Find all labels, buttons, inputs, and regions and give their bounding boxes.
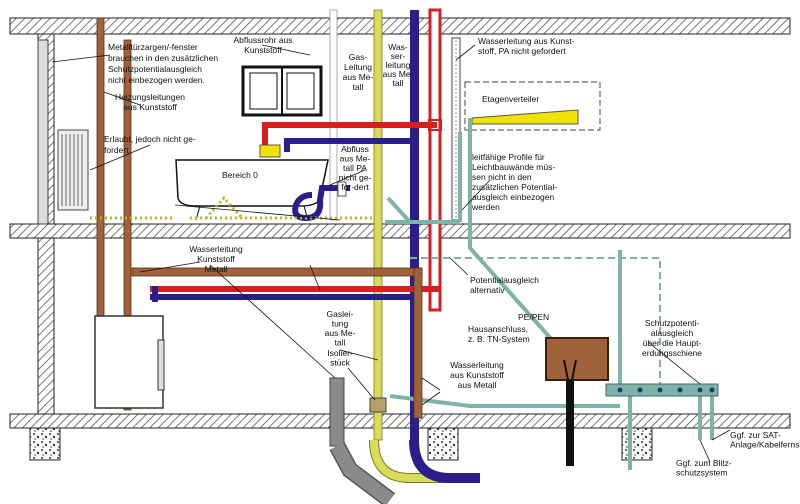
etagenverteiler: [471, 109, 579, 125]
label-etagenverteiler: Etagenverteiler: [482, 94, 539, 104]
etagenverteiler-box: [464, 81, 601, 131]
blue-pipe-mid: [150, 294, 415, 300]
heating-boiler: [94, 315, 164, 409]
ground-floor-slab: [9, 413, 791, 429]
metal-door-frame: [37, 39, 49, 225]
house-connection-box: [545, 337, 609, 381]
red-feed-top: [262, 122, 437, 128]
label-blitz: Ggf. zum Blitz-schutzsystem: [676, 458, 732, 478]
label-pe-pen: PE/PEN: [518, 312, 549, 322]
blue-feed-top: [284, 138, 414, 144]
left-wall-lower: [37, 237, 55, 415]
gas-pipe-upper-room: [329, 9, 338, 221]
foundation-mid: [427, 427, 459, 461]
pe-alternative-dashed: [410, 257, 661, 385]
red-pipe-mid: [150, 286, 440, 292]
isolier-stueck: [369, 397, 387, 413]
heating-pipe-2: [123, 39, 132, 411]
label-bereich: Bereich 0: [222, 170, 258, 180]
label-sat: Ggf. zur SAT-Anlage/Kabelfernsehen: [730, 430, 800, 450]
label-water-plastic-top: Wasserleitung aus Kunst-stoff, PA nicht …: [478, 36, 575, 56]
ground-cable: [566, 380, 574, 466]
foundation-left: [29, 427, 61, 461]
red-pipe-vertical: [428, 8, 442, 312]
gas-pipe-vertical: [373, 9, 383, 441]
foundation-right: [621, 427, 653, 461]
label-allowed: Erlaubt, jedoch nicht ge-fordert: [104, 134, 196, 155]
radiator: [57, 129, 89, 211]
ceiling-slab: [9, 17, 791, 35]
label-isolier: Isolier-stück: [327, 348, 353, 368]
grey-drain-vertical: [329, 377, 345, 447]
label-hausanschluss: Hausanschluss,z. B. TN-System: [468, 324, 530, 344]
water-pipe-vertical: [410, 10, 419, 440]
brown-pipe-vertical-mid: [413, 267, 423, 419]
water-plastic-mid: [131, 267, 423, 277]
bath-tap: [259, 144, 281, 158]
